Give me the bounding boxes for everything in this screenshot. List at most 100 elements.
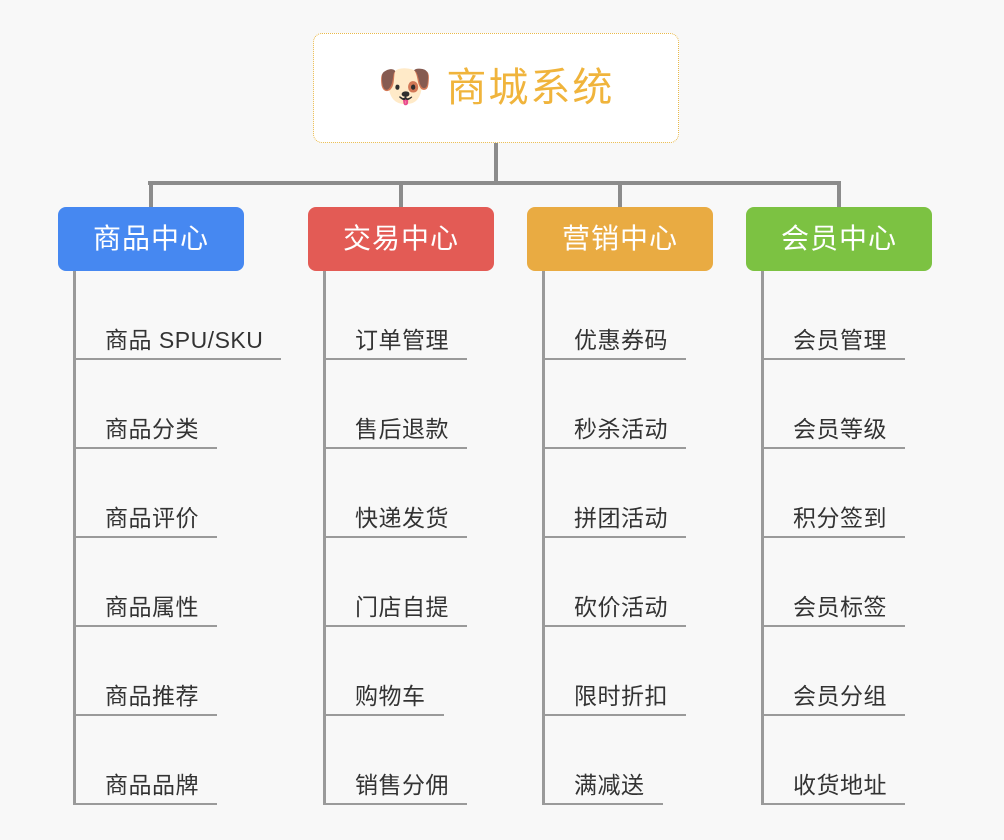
root-node-title: 商城系统	[446, 66, 615, 110]
leaf-rail	[323, 271, 326, 805]
leaf-underline	[323, 803, 467, 805]
connector-drop-member-center	[837, 181, 841, 209]
leaf-item[interactable]: 商品属性	[73, 538, 244, 627]
leaf-item[interactable]: 满减送	[542, 716, 713, 805]
leaf-item-label: 商品属性	[105, 593, 199, 620]
leaf-item[interactable]: 售后退款	[323, 360, 494, 449]
branch-trade-center: 交易中心 订单管理 售后退款 快递发货 门店自提 购物车	[308, 207, 494, 805]
leaf-item-label: 砍价活动	[574, 593, 668, 620]
leaf-item[interactable]: 会员等级	[761, 360, 932, 449]
leaf-item[interactable]: 快递发货	[323, 449, 494, 538]
leaf-item-label: 售后退款	[355, 415, 449, 442]
leaf-underline	[73, 536, 217, 538]
leaf-item[interactable]: 优惠券码	[542, 271, 713, 360]
branch-header-label: 商品中心	[92, 223, 209, 254]
leaf-underline	[73, 803, 217, 805]
leaf-item[interactable]: 秒杀活动	[542, 360, 713, 449]
branch-header-trade-center[interactable]: 交易中心	[308, 207, 494, 271]
leaf-list-product-center: 商品 SPU/SKU 商品分类 商品评价 商品属性 商品推荐 商品品牌	[73, 271, 281, 805]
leaf-item[interactable]: 收货地址	[761, 716, 932, 805]
leaf-underline	[542, 447, 686, 449]
leaf-underline	[73, 714, 217, 716]
branch-header-label: 营销中心	[561, 223, 678, 254]
leaf-item[interactable]: 拼团活动	[542, 449, 713, 538]
branch-header-marketing-center[interactable]: 营销中心	[527, 207, 713, 271]
leaf-rail	[542, 271, 545, 805]
leaf-underline	[542, 358, 686, 360]
branch-product-center: 商品中心 商品 SPU/SKU 商品分类 商品评价 商品属性 商品推荐	[58, 207, 281, 805]
leaf-list-trade-center: 订单管理 售后退款 快递发货 门店自提 购物车 销售分佣	[323, 271, 494, 805]
leaf-underline	[323, 625, 467, 627]
leaf-item[interactable]: 商品推荐	[73, 627, 244, 716]
connector-horizontal-bus	[148, 181, 838, 185]
leaf-item-label: 销售分佣	[355, 771, 449, 798]
leaf-item-label: 订单管理	[355, 326, 449, 353]
leaf-underline	[761, 536, 905, 538]
connector-drop-trade-center	[399, 181, 403, 209]
connector-drop-product-center	[149, 181, 153, 209]
connector-root-stem	[494, 143, 498, 183]
leaf-item-label: 会员管理	[793, 326, 887, 353]
leaf-item-label: 秒杀活动	[574, 415, 668, 442]
leaf-list-member-center: 会员管理 会员等级 积分签到 会员标签 会员分组 收货地址	[761, 271, 932, 805]
branch-header-member-center[interactable]: 会员中心	[746, 207, 932, 271]
leaf-item[interactable]: 购物车	[323, 627, 494, 716]
leaf-underline	[323, 714, 444, 716]
leaf-underline	[542, 536, 686, 538]
leaf-item-label: 积分签到	[793, 504, 887, 531]
leaf-rail	[73, 271, 76, 805]
branch-member-center: 会员中心 会员管理 会员等级 积分签到 会员标签 会员分组	[746, 207, 932, 805]
leaf-underline	[761, 803, 905, 805]
leaf-item[interactable]: 会员分组	[761, 627, 932, 716]
root-node-shop-system[interactable]: 🐶 商城系统	[313, 33, 679, 143]
leaf-item-label: 满减送	[574, 771, 645, 798]
leaf-item-label: 商品评价	[105, 504, 199, 531]
leaf-item[interactable]: 限时折扣	[542, 627, 713, 716]
leaf-underline	[73, 447, 217, 449]
leaf-item-label: 拼团活动	[574, 504, 668, 531]
leaf-item[interactable]: 会员标签	[761, 538, 932, 627]
leaf-item-label: 门店自提	[355, 593, 449, 620]
leaf-item[interactable]: 会员管理	[761, 271, 932, 360]
leaf-rail	[761, 271, 764, 805]
leaf-underline	[323, 536, 467, 538]
leaf-underline	[73, 625, 217, 627]
leaf-item[interactable]: 门店自提	[323, 538, 494, 627]
leaf-underline	[761, 714, 905, 716]
leaf-item[interactable]: 销售分佣	[323, 716, 494, 805]
shiba-dog-icon: 🐶	[377, 62, 433, 111]
leaf-underline	[761, 625, 905, 627]
branch-header-label: 交易中心	[342, 223, 459, 254]
leaf-item-label: 收货地址	[793, 771, 887, 798]
leaf-item[interactable]: 订单管理	[323, 271, 494, 360]
leaf-item-label: 商品分类	[105, 415, 199, 442]
leaf-item[interactable]: 商品评价	[73, 449, 244, 538]
leaf-item-label: 会员标签	[793, 593, 887, 620]
connector-drop-marketing-center	[618, 181, 622, 209]
leaf-item-label: 商品 SPU/SKU	[105, 326, 264, 353]
leaf-underline	[73, 358, 281, 360]
leaf-underline	[542, 625, 686, 627]
leaf-item-label: 会员分组	[793, 682, 887, 709]
leaf-item-label: 会员等级	[793, 415, 887, 442]
leaf-item-label: 商品品牌	[105, 771, 199, 798]
leaf-item-label: 限时折扣	[574, 682, 668, 709]
leaf-item-label: 优惠券码	[574, 326, 668, 353]
leaf-item-label: 购物车	[355, 682, 426, 709]
leaf-underline	[542, 803, 663, 805]
leaf-item[interactable]: 商品 SPU/SKU	[73, 271, 281, 360]
leaf-list-marketing-center: 优惠券码 秒杀活动 拼团活动 砍价活动 限时折扣 满减送	[542, 271, 713, 805]
branch-header-product-center[interactable]: 商品中心	[58, 207, 244, 271]
branch-marketing-center: 营销中心 优惠券码 秒杀活动 拼团活动 砍价活动 限时折扣	[527, 207, 713, 805]
leaf-underline	[542, 714, 686, 716]
leaf-underline	[323, 358, 467, 360]
leaf-item-label: 快递发货	[355, 504, 449, 531]
leaf-item[interactable]: 商品分类	[73, 360, 244, 449]
leaf-item[interactable]: 砍价活动	[542, 538, 713, 627]
leaf-item[interactable]: 商品品牌	[73, 716, 244, 805]
leaf-item[interactable]: 积分签到	[761, 449, 932, 538]
branch-header-label: 会员中心	[780, 223, 897, 254]
leaf-item-label: 商品推荐	[105, 682, 199, 709]
leaf-underline	[323, 447, 467, 449]
